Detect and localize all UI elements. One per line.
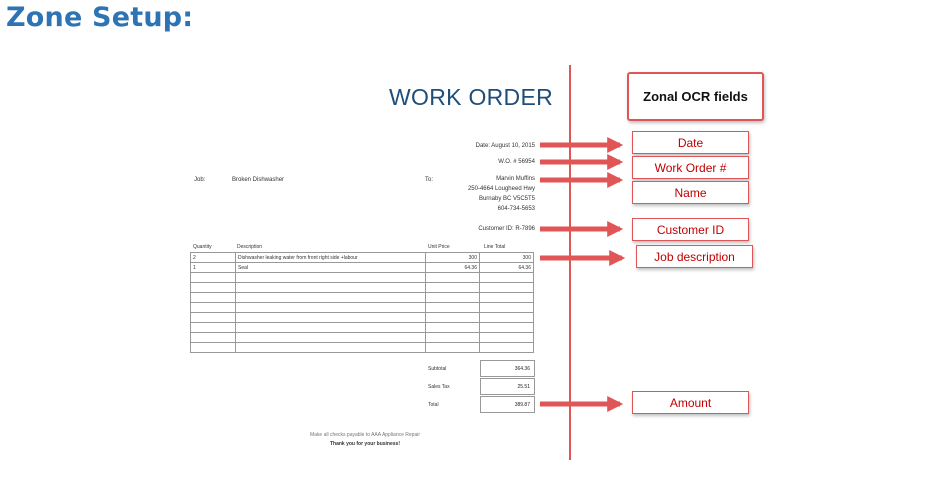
field-job-description-box: Job description [636, 245, 753, 268]
tax-label: Sales Tax [428, 384, 450, 390]
address-line: 604-734-5653 [497, 206, 535, 212]
column-header: Unit Price [428, 244, 450, 250]
column-header: Line Total [484, 244, 506, 250]
address-line: Marvin Muffins [496, 176, 535, 182]
field-name-box: Name [632, 181, 749, 204]
field-customer-id-box: Customer ID [632, 218, 749, 241]
thanks-note: Thank you for your business! [329, 441, 400, 447]
job-value: Broken Dishwasher [232, 177, 285, 183]
divider-line [569, 65, 571, 460]
field-name-label: Name [674, 185, 707, 200]
subtotal-value: 364.36 [480, 360, 535, 377]
field-job-description-label: Job description [654, 249, 735, 264]
footer-note: Make all checks payable to AAA Appliance… [309, 432, 421, 438]
tax-value: 25.51 [480, 378, 535, 395]
subtotal-label: Subtotal [428, 366, 447, 372]
table-row [190, 342, 534, 353]
field-customer-id-label: Customer ID [656, 222, 725, 237]
field-date-box: Date [632, 131, 749, 154]
total-label: Total [428, 402, 439, 408]
field-amount-label: Amount [669, 395, 712, 410]
date-line: Date: August 10, 2015 [475, 143, 535, 149]
line-items-table: 2 Dishwasher leaking water from front ri… [190, 252, 534, 353]
field-work-order-box: Work Order # [632, 156, 749, 179]
zonal-ocr-title-box: Zonal OCR fields [627, 72, 764, 121]
zonal-ocr-title: Zonal OCR fields [643, 89, 748, 104]
wo-number-line: W.O. # 56954 [498, 159, 535, 165]
customer-id-line: Customer ID: R-7896 [478, 226, 535, 232]
address-line: 250-4664 Lougheed Hwy [467, 186, 535, 192]
address-line: Burnaby BC V5C5T5 [478, 196, 535, 202]
to-label: To: [425, 177, 434, 183]
field-amount-box: Amount [632, 391, 749, 414]
field-date-label: Date [677, 135, 704, 150]
column-header: Description [237, 244, 263, 250]
column-header: Quantity [193, 244, 212, 250]
total-value: 389.87 [480, 396, 535, 413]
work-order-title: WORK ORDER [389, 84, 553, 110]
job-label: Job: [194, 177, 206, 183]
field-work-order-label: Work Order # [654, 160, 727, 175]
page-heading: Zone Setup: [6, 2, 194, 33]
